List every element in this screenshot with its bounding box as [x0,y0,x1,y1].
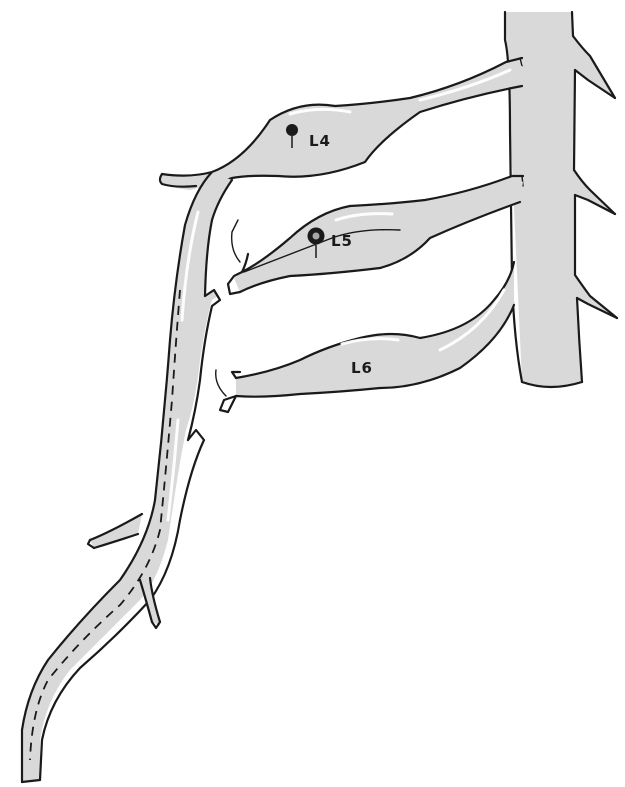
main-nerve-trunk [22,172,232,782]
label-l6: L6 [351,359,373,377]
nerve-root-l4 [160,58,522,192]
label-l4: L4 [309,132,331,150]
nerve-root-l5 [228,176,523,294]
label-l5: L5 [331,232,353,250]
